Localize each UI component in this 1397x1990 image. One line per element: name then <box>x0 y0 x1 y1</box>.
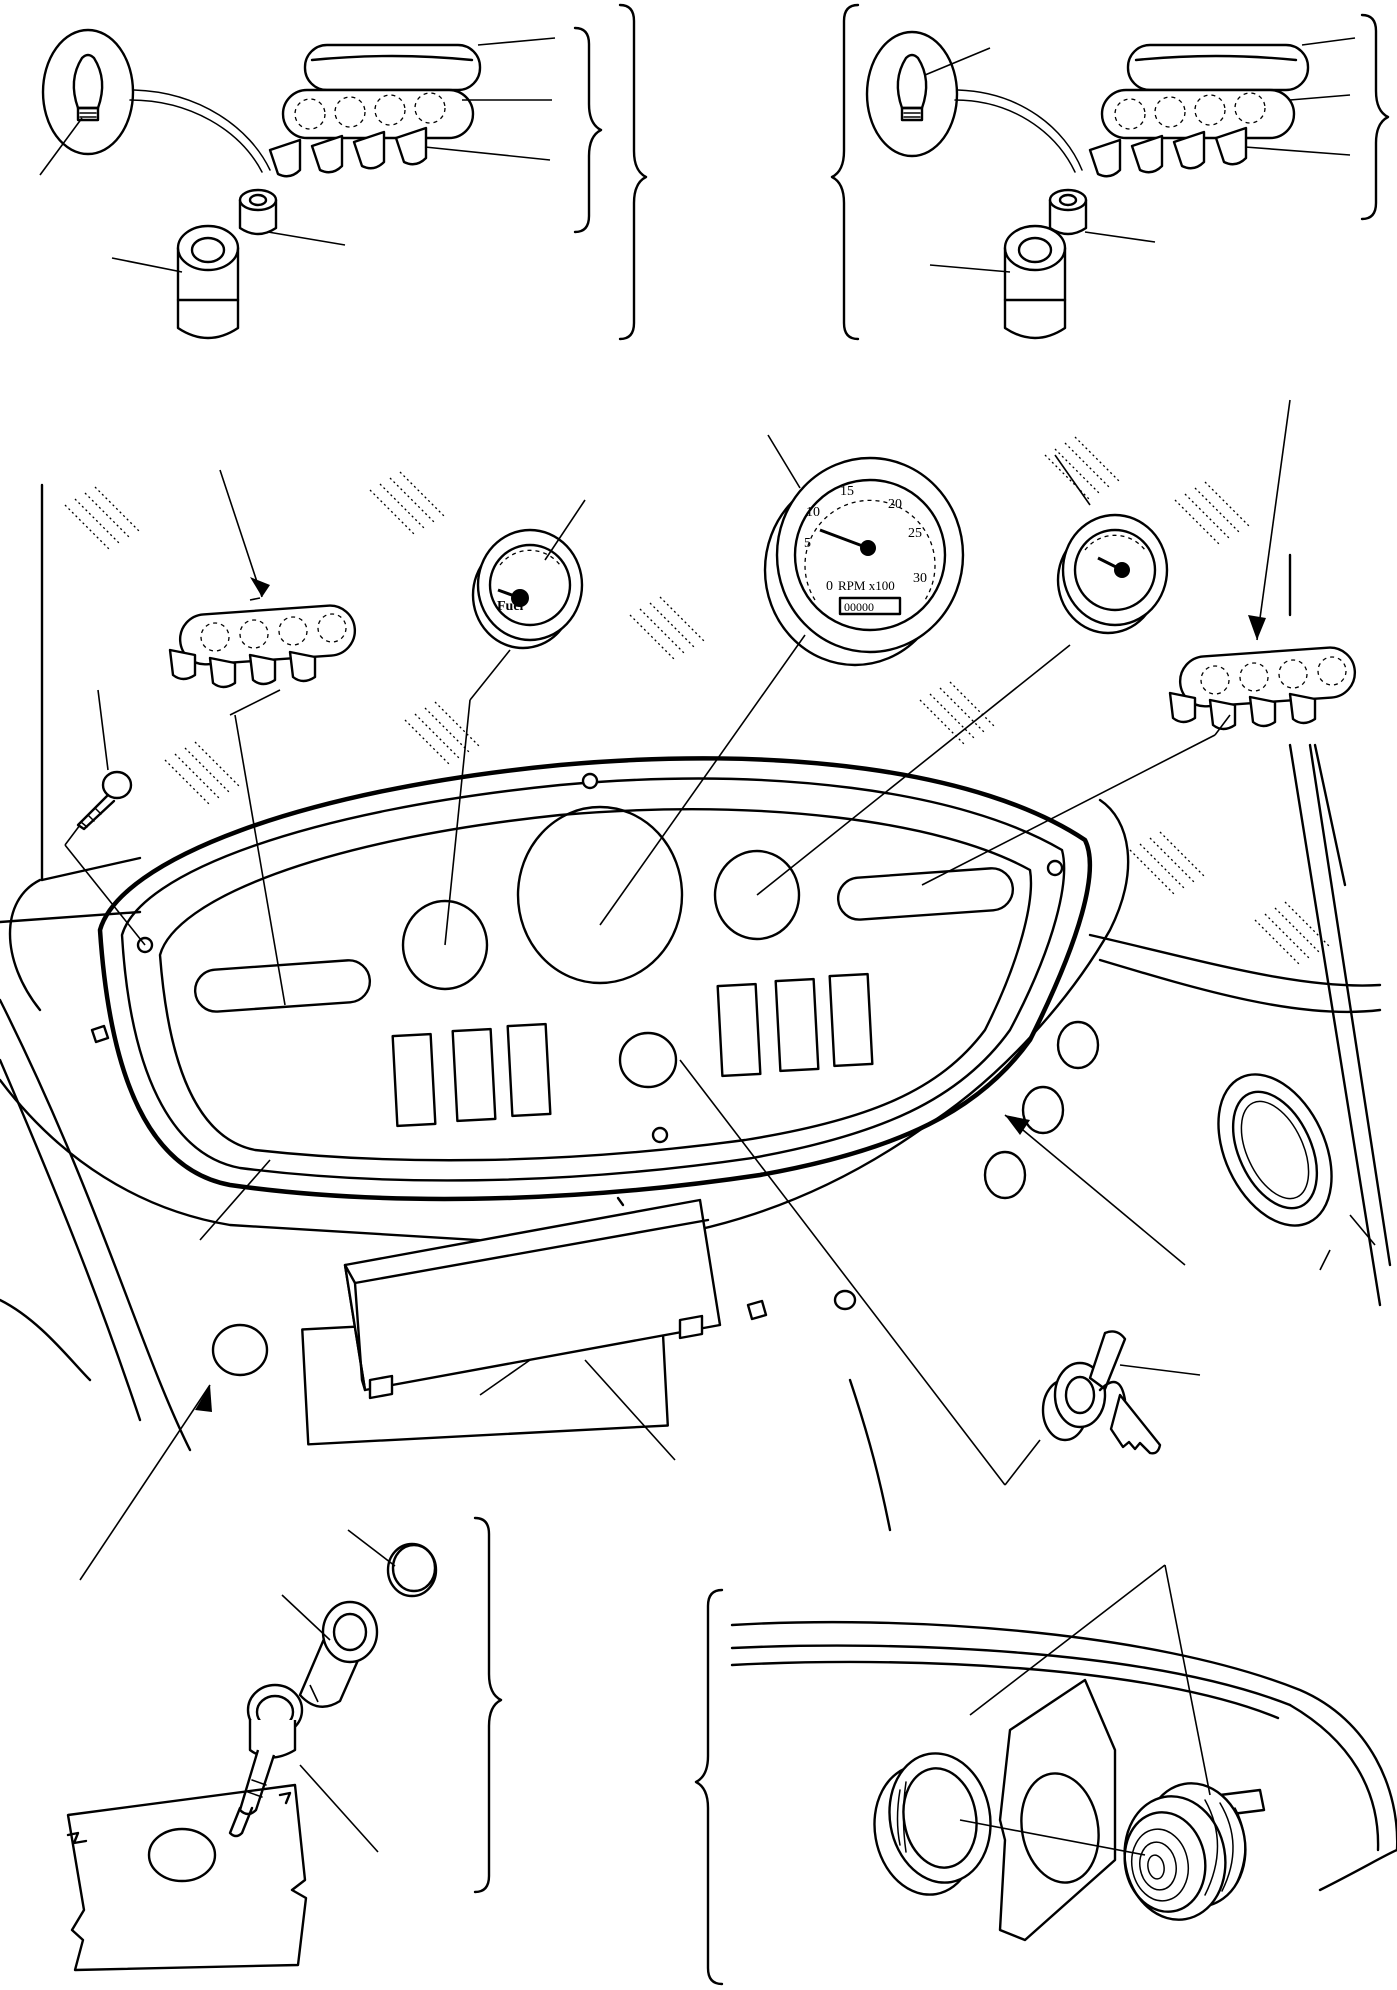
switch-block-icon <box>1088 126 1248 178</box>
switch-lens-strip-icon <box>281 88 475 140</box>
screw-icon <box>76 770 133 831</box>
brace-icon <box>1360 13 1390 221</box>
lighter-cap-icon <box>386 1542 438 1598</box>
mounting-bracket-icon <box>998 1678 1117 1942</box>
tach-scale-label: 0 <box>826 579 833 594</box>
arrow-icon <box>1005 1115 1030 1135</box>
bulb-icon <box>41 28 135 156</box>
gauge-icon: Fuel <box>471 528 584 650</box>
glass-hatching <box>64 436 1331 966</box>
rocker-switch-openings <box>391 972 874 1128</box>
tach-scale-label: 20 <box>888 497 902 512</box>
socket-icon <box>1003 224 1067 340</box>
instrument-panel <box>97 756 1093 1202</box>
tach-scale-label: 5 <box>804 536 811 551</box>
vent-icon <box>1217 1073 1333 1227</box>
brace-icon <box>473 1516 503 1894</box>
ignition-key-icon <box>1041 1330 1162 1455</box>
lamp-holder-icon <box>1048 188 1088 236</box>
tach-hour-counter: 00000 <box>844 600 874 614</box>
switch-block-icon <box>1168 646 1357 731</box>
arrow-icon <box>250 577 270 597</box>
dashboard-assembly: Fuel 0 5 10 15 20 25 30 RPM x100 00000 <box>0 399 1392 1581</box>
gauge-small-left-label: Fuel <box>497 599 524 614</box>
brace-icon <box>573 26 603 234</box>
tach-scale-label: 10 <box>806 505 820 520</box>
panel-cutout <box>66 1783 308 1972</box>
mount-clip <box>746 1299 768 1321</box>
lighter-icon <box>298 1600 379 1708</box>
detail-top-left <box>39 3 648 341</box>
mount-clip <box>90 1024 110 1044</box>
gauge-icon <box>1056 513 1169 635</box>
tach-scale-label: 25 <box>908 526 922 541</box>
switch-cover-icon <box>1126 43 1310 92</box>
detail-top-right <box>830 3 1390 341</box>
side-buttons <box>983 1020 1100 1200</box>
lighter-hole <box>211 1323 269 1377</box>
tachometer-icon: 0 5 10 15 20 25 30 RPM x100 00000 <box>763 456 965 667</box>
bulb-icon <box>865 30 959 158</box>
brace-icon <box>694 1588 724 1986</box>
brace-icon <box>618 3 648 341</box>
brace-icon <box>830 3 860 341</box>
gauge-bezel-ring-icon <box>873 1752 992 1896</box>
detail-lighter <box>66 1516 503 1972</box>
tach-unit-label: RPM x100 <box>838 578 895 593</box>
leader-lines <box>64 399 1376 1581</box>
cab-frame-lines <box>0 483 1392 1532</box>
tach-scale-label: 15 <box>840 484 854 499</box>
storage-tray-icon <box>343 1196 722 1400</box>
arrow-icon <box>195 1385 212 1412</box>
lighter-socket-icon <box>228 1683 304 1838</box>
lower-console <box>0 798 1130 1446</box>
socket-icon <box>176 224 240 340</box>
gauge-body-icon <box>1123 1782 1266 1921</box>
lamp-holder-icon <box>238 188 278 236</box>
switch-block-icon <box>268 126 428 178</box>
tach-scale-label: 30 <box>913 571 927 586</box>
switch-cover-icon <box>303 43 482 92</box>
switch-lens-strip-icon <box>1100 88 1296 140</box>
panel-edge <box>730 1620 1397 1892</box>
detail-gauge-mount <box>694 1564 1397 1986</box>
arrow-icon <box>1248 615 1266 640</box>
switch-block-icon <box>168 604 357 689</box>
